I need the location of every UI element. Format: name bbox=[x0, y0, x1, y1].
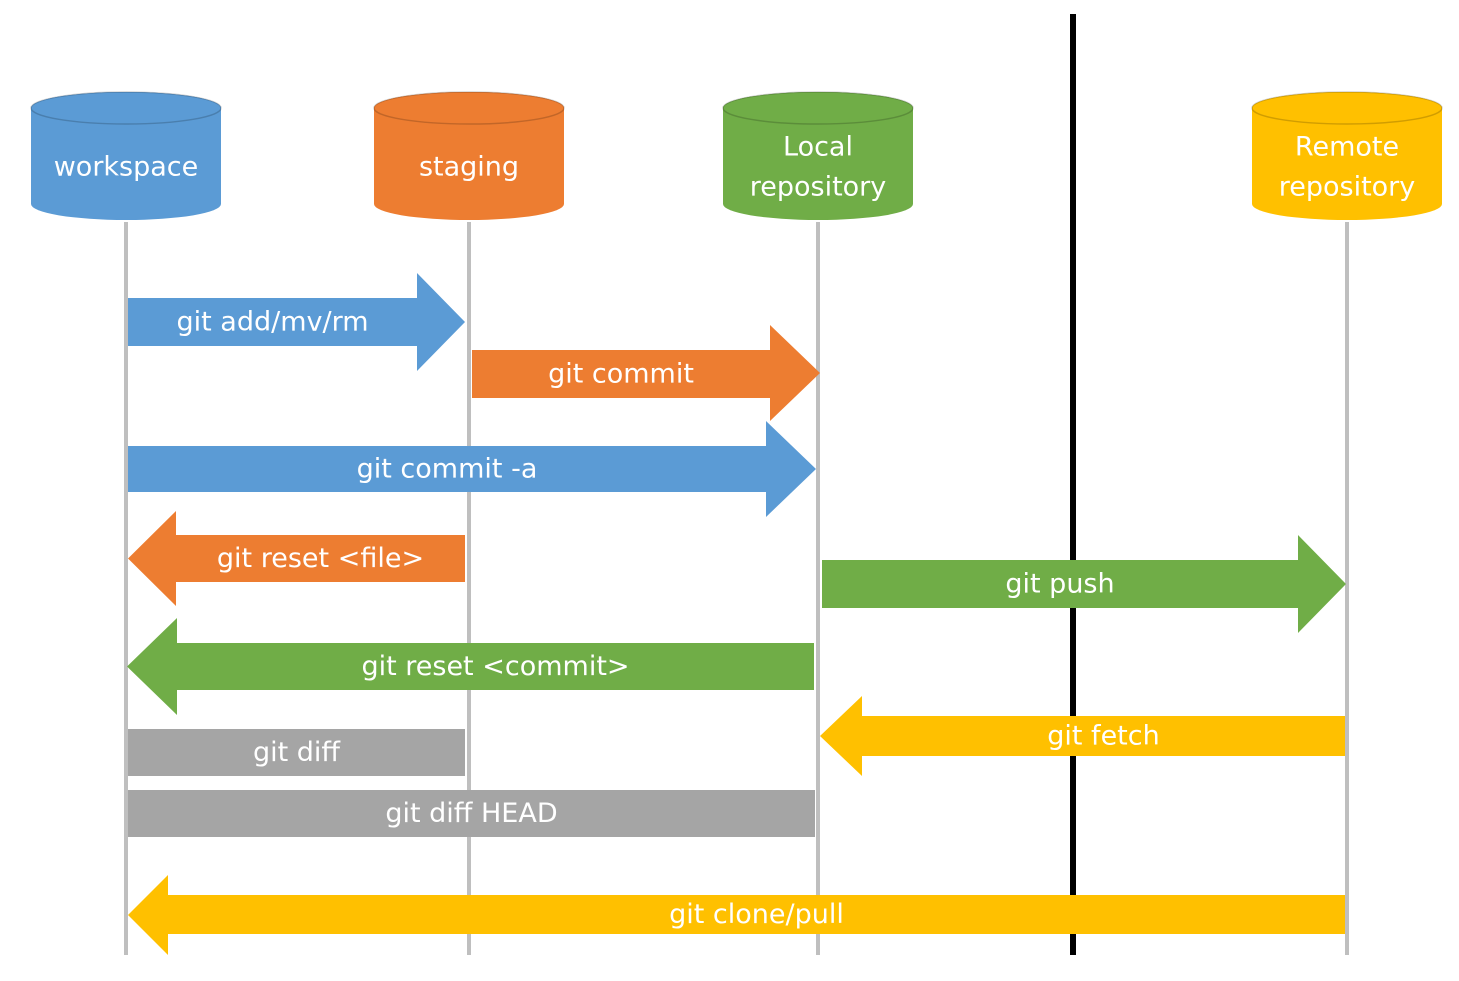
local-label-line-1: repository bbox=[750, 172, 887, 203]
git-commit-label: git commit bbox=[548, 359, 694, 390]
git-reset-file-arrow bbox=[128, 511, 465, 606]
remote-cylinder-top bbox=[1251, 91, 1443, 125]
command-git-add: git add/mv/rm bbox=[128, 273, 465, 371]
node-staging: staging bbox=[373, 91, 565, 220]
git-diff-head-bar bbox=[128, 790, 815, 837]
git-add-label: git add/mv/rm bbox=[176, 307, 368, 338]
storage-nodes: workspace staging Local repository Remote rep… bbox=[30, 91, 1443, 220]
git-push-label: git push bbox=[1005, 569, 1114, 600]
git-diff-head-label: git diff HEAD bbox=[385, 798, 557, 829]
command-git-reset-file: git reset <file> bbox=[128, 511, 465, 606]
local-cylinder-top bbox=[722, 91, 914, 125]
local-label-line-0: Local bbox=[783, 132, 853, 163]
command-git-commit: git commit bbox=[472, 325, 820, 421]
git-commit-arrow bbox=[472, 325, 820, 421]
command-git-diff-head: git diff HEAD bbox=[128, 790, 815, 837]
workspace-cylinder-body bbox=[31, 92, 221, 220]
command-git-diff: git diff bbox=[128, 729, 465, 776]
git-commit-a-arrow bbox=[128, 421, 816, 517]
node-remote: Remote repository bbox=[1251, 91, 1443, 220]
command-git-push: git push bbox=[822, 535, 1346, 633]
git-fetch-label: git fetch bbox=[1047, 721, 1159, 752]
git-commit-a-label: git commit -a bbox=[357, 454, 538, 485]
command-git-clone-pull: git clone/pull bbox=[128, 875, 1345, 955]
staging-label-line-0: staging bbox=[419, 152, 519, 183]
node-local: Local repository bbox=[722, 91, 914, 220]
git-push-arrow bbox=[822, 535, 1346, 633]
workspace-cylinder-top bbox=[30, 91, 222, 125]
command-arrows: git add/mv/rm git commit git commit -a git … bbox=[127, 273, 1346, 955]
git-diff-label: git diff bbox=[253, 737, 341, 768]
node-workspace: workspace bbox=[30, 91, 222, 220]
command-git-fetch: git fetch bbox=[820, 696, 1345, 776]
remote-label-line-0: Remote bbox=[1295, 132, 1399, 163]
git-reset-file-label: git reset <file> bbox=[217, 543, 424, 574]
git-clone-pull-label: git clone/pull bbox=[669, 899, 844, 930]
remote-label-line-1: repository bbox=[1279, 172, 1416, 203]
git-reset-commit-arrow bbox=[127, 618, 814, 715]
git-diff-bar bbox=[128, 729, 465, 776]
workspace-label-line-0: workspace bbox=[54, 152, 199, 183]
git-add-arrow bbox=[128, 273, 465, 371]
git-clone-pull-arrow bbox=[128, 875, 1345, 955]
command-git-commit-a: git commit -a bbox=[128, 421, 816, 517]
staging-cylinder-top bbox=[373, 91, 565, 125]
local-cylinder-body bbox=[723, 92, 913, 220]
staging-cylinder-body bbox=[374, 92, 564, 220]
command-git-reset-commit: git reset <commit> bbox=[127, 618, 814, 715]
git-reset-commit-label: git reset <commit> bbox=[361, 651, 629, 682]
remote-cylinder-body bbox=[1252, 92, 1442, 220]
git-fetch-arrow bbox=[820, 696, 1345, 776]
